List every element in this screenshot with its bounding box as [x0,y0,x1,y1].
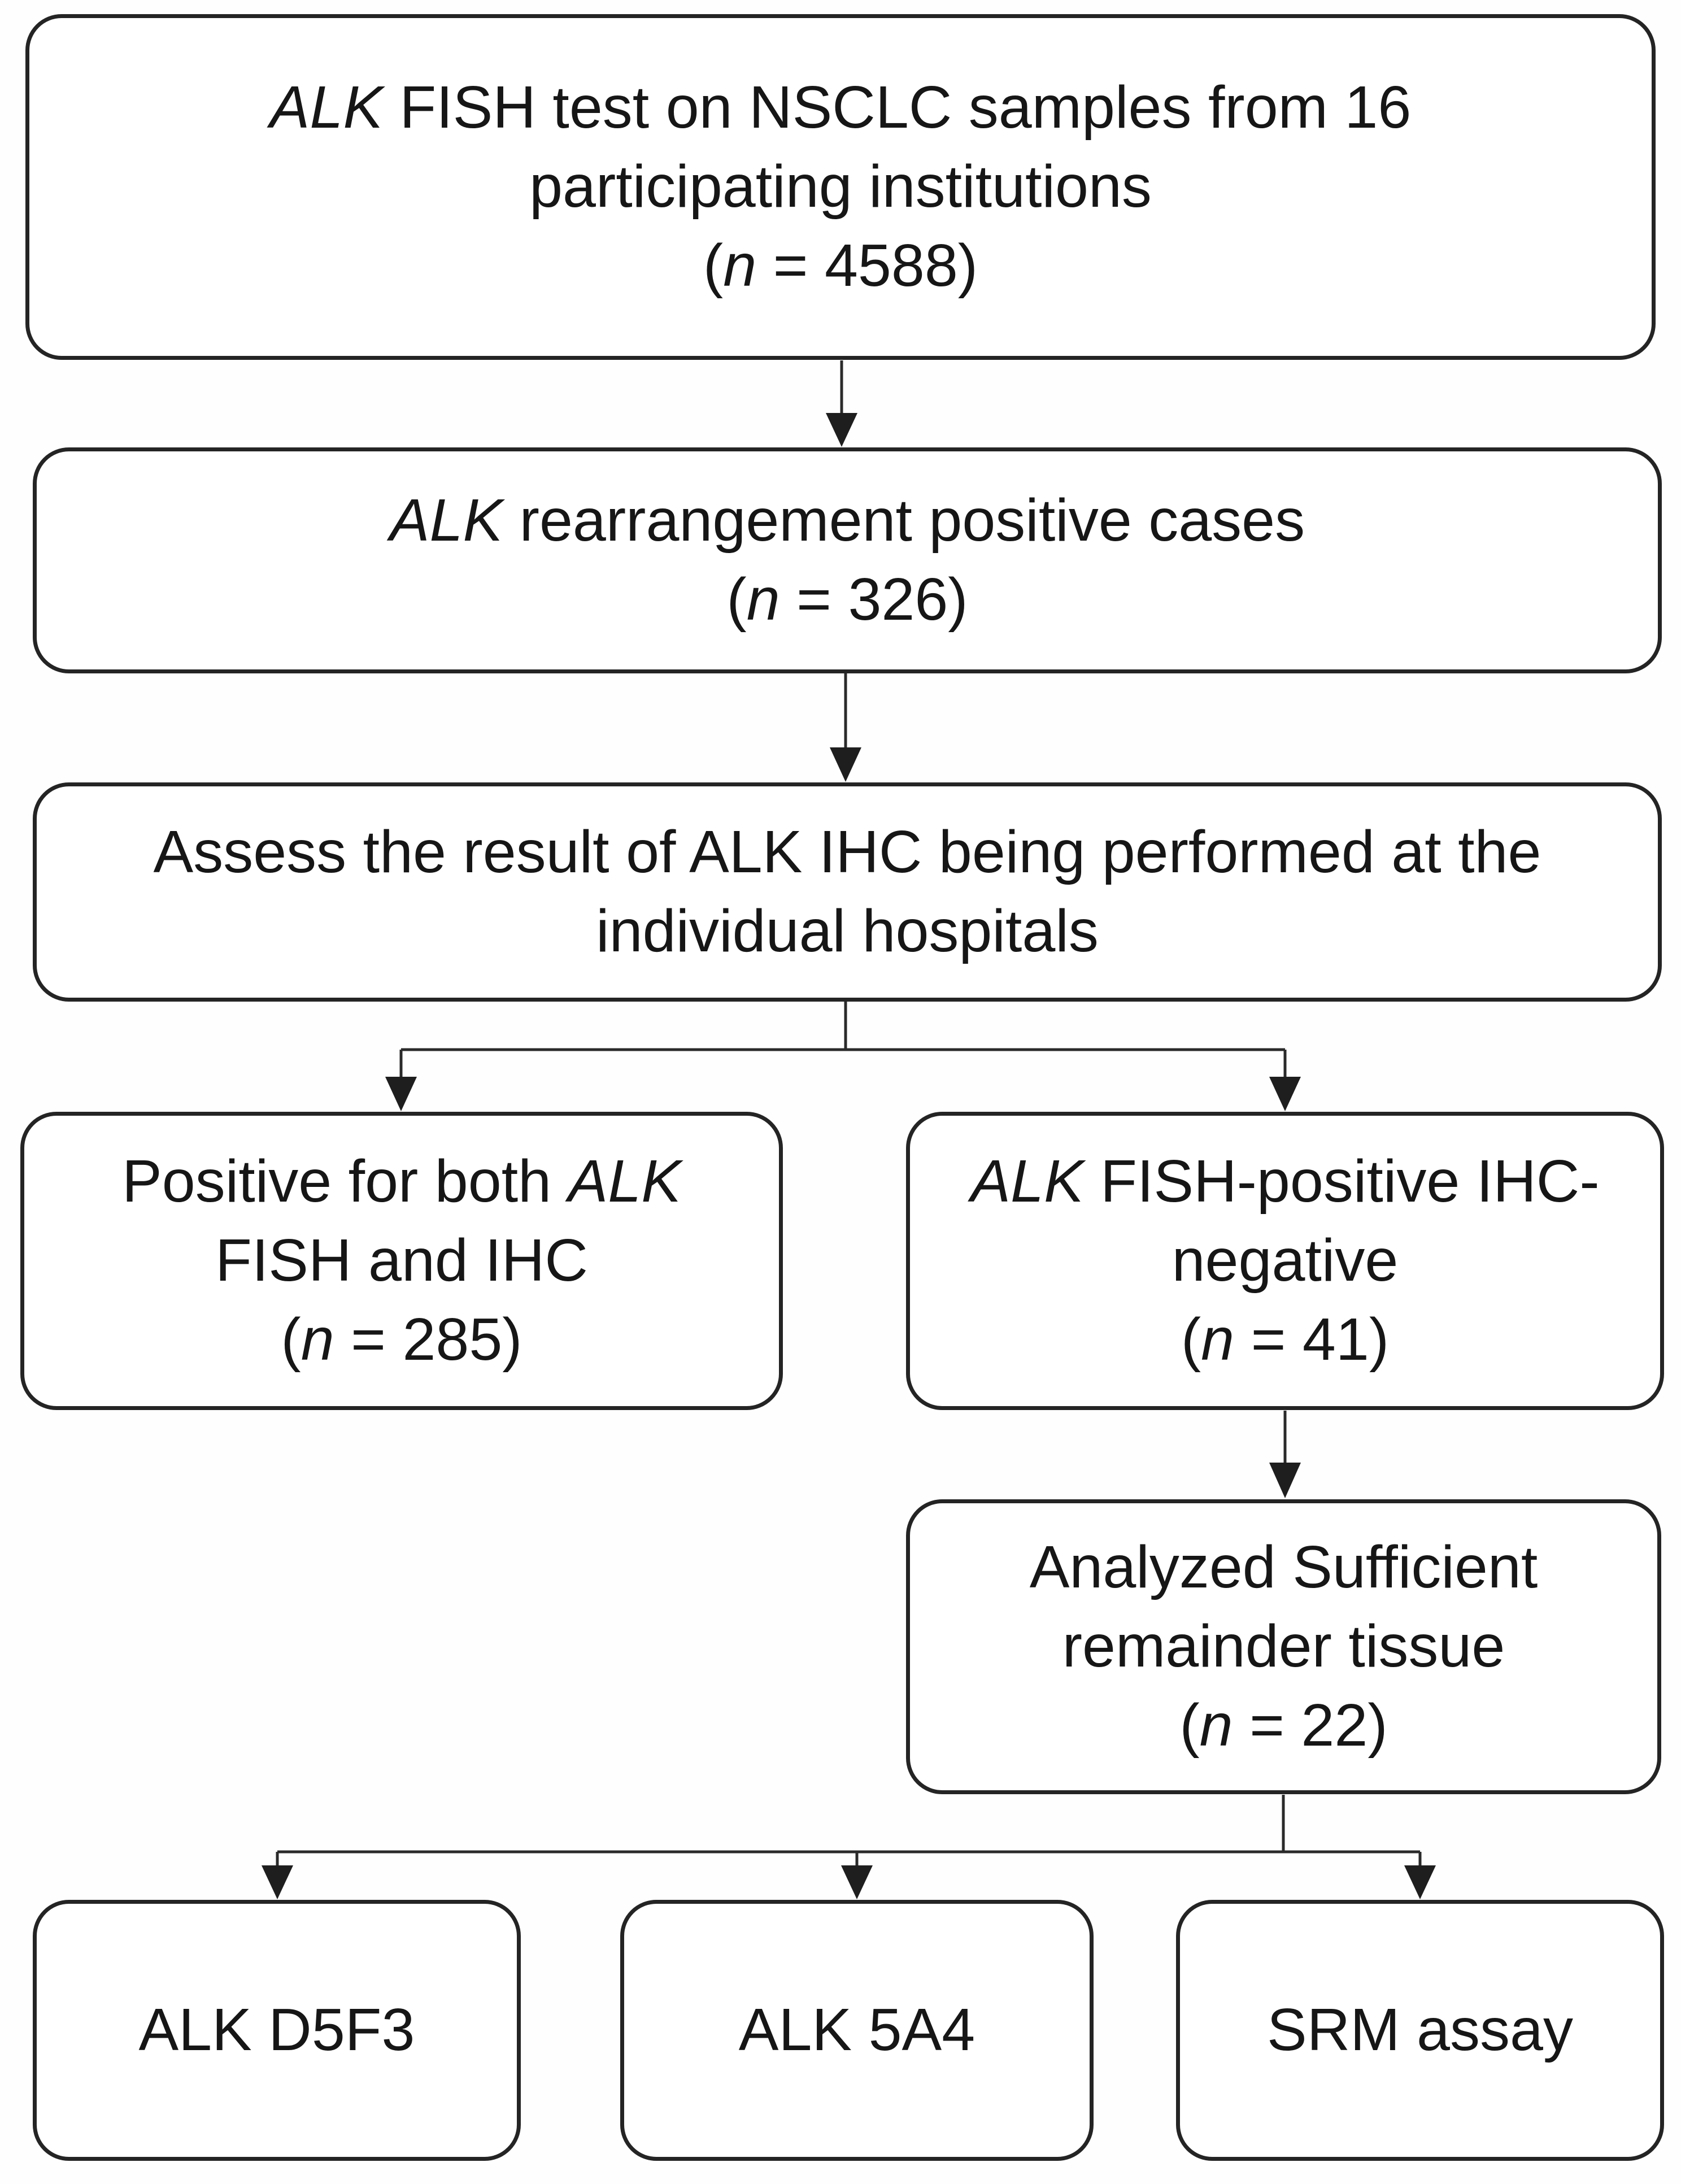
n-variable-italic: n [1199,1691,1233,1759]
node-alk-rearrangement-positive: ALK rearrangement positive cases (n = 32… [33,447,1662,673]
text-run: = 326) [779,566,968,633]
split-connector-2 [276,1795,1422,1867]
gene-symbol-italic: ALK [269,74,384,141]
text-run: ( [726,566,747,633]
arrowhead-7 [841,1865,873,1899]
node-positive-both-fish-ihc: Positive for both ALK FISH and IHC (n = … [20,1112,783,1410]
node-line: participating institutions [529,147,1152,227]
text-run: remainder tissue [1062,1613,1505,1680]
node-fish-positive-ihc-negative: ALK FISH-positive IHC- negative (n = 41) [906,1112,1664,1410]
node-alk-d5f3: ALK D5F3 [33,1900,521,2161]
arrowhead-3 [385,1077,417,1111]
text-run: = 285) [334,1306,522,1373]
node-line: negative [1172,1221,1399,1300]
node-srm-assay: SRM assay [1176,1900,1664,2161]
text-run: FISH and IHC [215,1227,588,1294]
gene-symbol-italic: ALK [568,1148,681,1215]
text-run: ( [1181,1306,1201,1373]
arrowhead-2 [830,747,861,782]
arrowhead-8 [1404,1865,1436,1899]
node-line: individual hospitals [596,892,1099,971]
node-line: ALK 5A4 [739,1991,975,2070]
node-line: ALK FISH-positive IHC- [970,1142,1599,1221]
node-line: ALK FISH test on NSCLC samples from 16 [270,68,1412,147]
text-run: ( [703,232,724,299]
n-variable-italic: n [723,232,757,299]
text-run: rearrangement positive cases [519,487,1305,554]
node-line: FISH and IHC [215,1221,588,1300]
node-line: Analyzed Sufficient [1030,1528,1538,1607]
arrowhead-1 [826,413,857,447]
text-run: negative [1172,1227,1399,1294]
text-run: FISH test on NSCLC samples from 16 [399,74,1412,141]
node-line: Assess the result of ALK IHC being perfo… [154,813,1541,892]
text-run: Positive for both [122,1148,552,1215]
text-run: ALK 5A4 [738,1996,975,2064]
gene-symbol-italic: ALK [970,1148,1084,1215]
text-run: ( [281,1306,301,1373]
node-line-count: (n = 285) [281,1300,522,1380]
arrowhead-4 [1269,1077,1301,1111]
node-analyzed-sufficient-tissue: Analyzed Sufficient remainder tissue (n … [906,1499,1661,1794]
split-connector-1 [399,1001,1287,1079]
node-line-count: (n = 326) [726,560,968,639]
node-line: remainder tissue [1062,1607,1505,1686]
text-run: ALK D5F3 [138,1996,415,2064]
text-run: Analyzed Sufficient [1029,1534,1538,1601]
node-line-count: (n = 22) [1179,1686,1387,1765]
arrowhead-5 [1269,1463,1301,1498]
node-line-count: (n = 4588) [703,227,978,306]
text-run: participating institutions [529,153,1152,220]
node-assess-ihc-result: Assess the result of ALK IHC being perfo… [33,782,1662,1002]
text-run: = 4588) [756,232,978,299]
n-variable-italic: n [301,1306,334,1373]
gene-symbol-italic: ALK [389,487,503,554]
node-line: SRM assay [1267,1991,1573,2070]
node-line: ALK rearrangement positive cases [390,481,1305,560]
node-alk-5a4: ALK 5A4 [620,1900,1094,2161]
node-line-count: (n = 41) [1181,1300,1389,1380]
text-run: Assess the result of ALK IHC being perfo… [153,819,1541,886]
text-run: SRM assay [1267,1996,1573,2064]
node-line: Positive for both ALK [122,1142,681,1221]
n-variable-italic: n [746,566,780,633]
arrowhead-6 [262,1865,293,1899]
text-run: ( [1179,1691,1200,1759]
text-run: = 22) [1233,1691,1388,1759]
text-run: = 41) [1234,1306,1390,1373]
text-run: individual hospitals [596,898,1099,964]
text-run: FISH-positive IHC- [1100,1148,1600,1215]
node-line: ALK D5F3 [138,1991,415,2070]
n-variable-italic: n [1201,1306,1235,1373]
node-alk-fish-test: ALK FISH test on NSCLC samples from 16 p… [25,14,1656,360]
